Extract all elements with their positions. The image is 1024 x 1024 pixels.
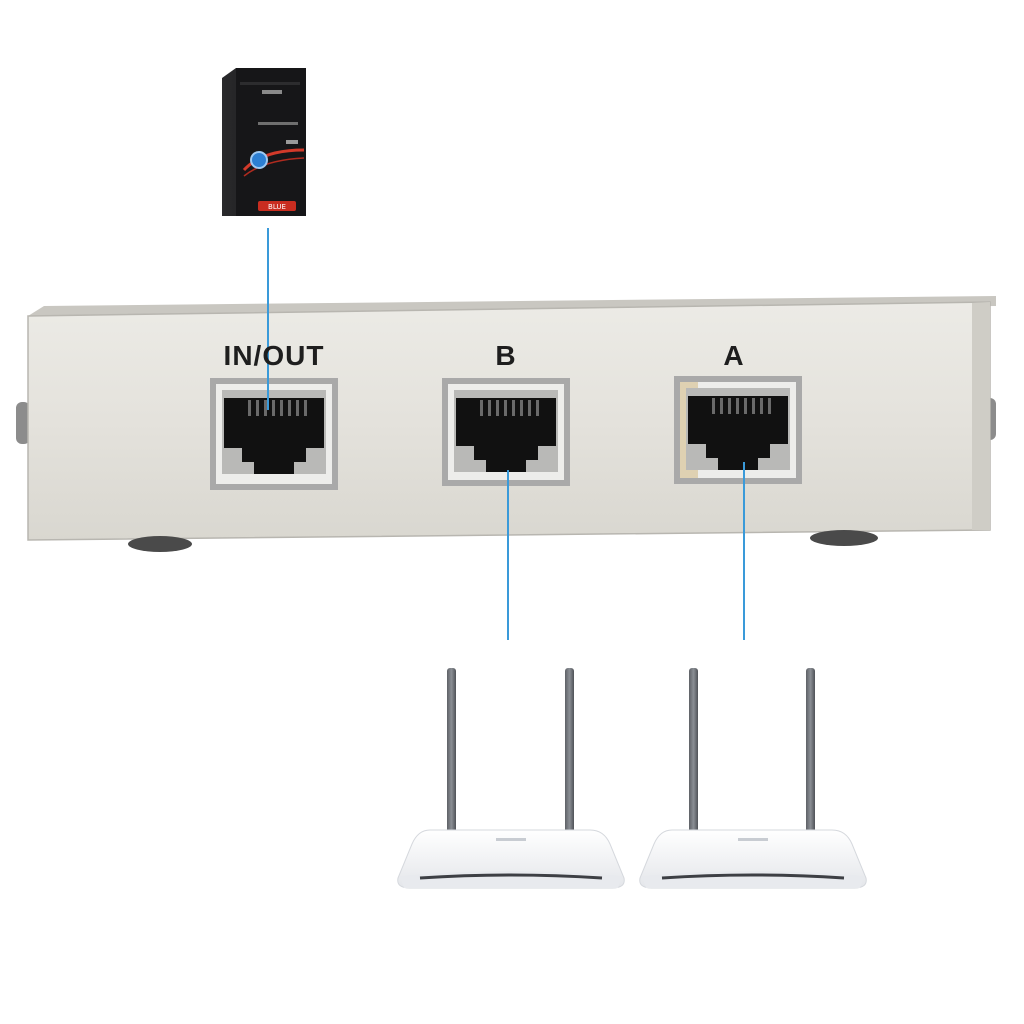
router-right	[639, 668, 867, 889]
computer-badge	[258, 201, 296, 211]
router-right-antenna-1	[689, 668, 698, 836]
left-foot	[128, 536, 192, 552]
router-left-antenna-2	[565, 668, 574, 836]
port-label-in-out: IN/OUT	[223, 340, 325, 371]
port-label-a: A	[723, 340, 745, 371]
right-foot	[810, 530, 878, 546]
router-left-antenna-1	[447, 668, 456, 836]
port-b	[442, 378, 570, 486]
power-button-icon	[250, 151, 268, 169]
port-label-b: B	[495, 340, 517, 371]
router-right-antenna-2	[806, 668, 815, 836]
computer-badge-text: BLUE	[268, 203, 286, 211]
left-knob	[16, 402, 30, 444]
port-a	[674, 376, 802, 484]
port-in-out	[210, 378, 338, 490]
computer-tower: BLUE	[222, 68, 306, 216]
cables	[267, 228, 745, 640]
router-left	[397, 668, 625, 889]
